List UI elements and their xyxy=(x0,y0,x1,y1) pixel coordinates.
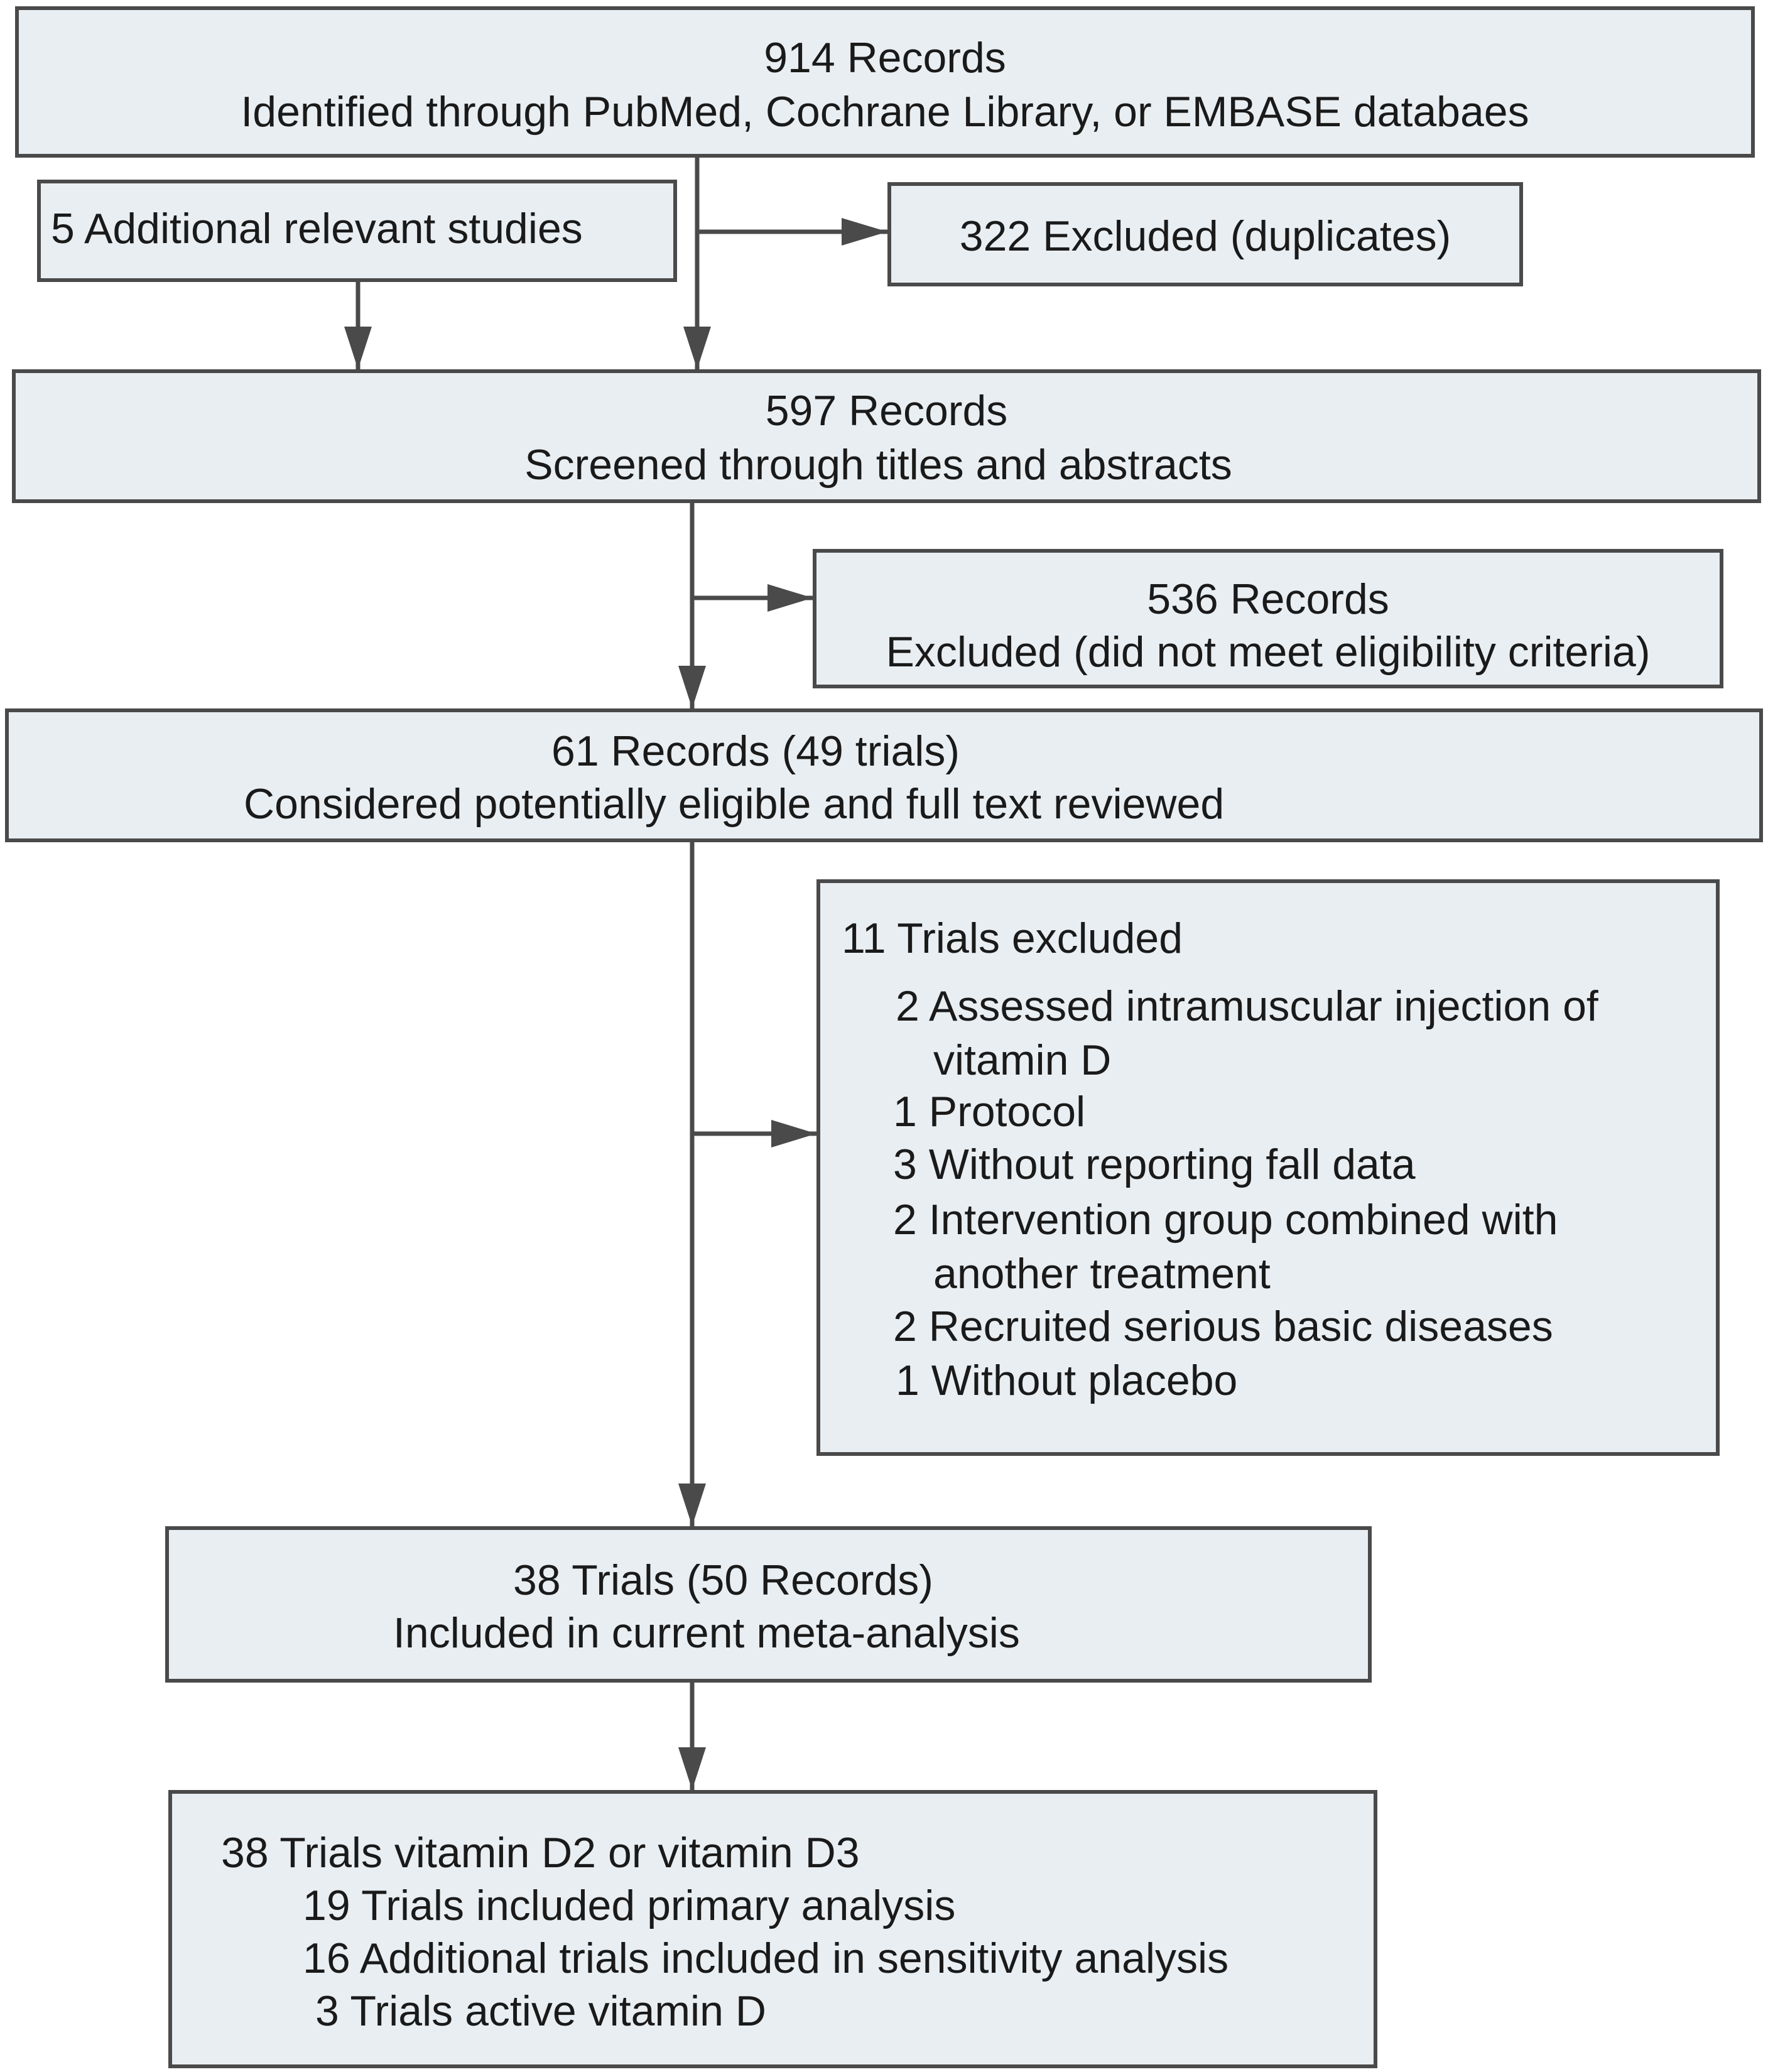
included-trials-box: 38 Trials (50 Records) Included in curre… xyxy=(165,1526,1372,1683)
included-count: 38 Trials (50 Records) xyxy=(513,1556,933,1604)
final-total: 38 Trials vitamin D2 or vitamin D3 xyxy=(221,1829,860,1877)
excluded-reason-item: 2 Intervention group combined with xyxy=(893,1196,1558,1244)
excluded-reason-item: 1 Without placebo xyxy=(896,1357,1238,1404)
additional-studies-box: 5 Additional relevant studies xyxy=(37,180,677,282)
identified-count: 914 Records xyxy=(764,34,1006,82)
fulltext-count: 61 Records (49 trials) xyxy=(551,727,960,775)
final-analysis-box: 38 Trials vitamin D2 or vitamin D3 19 Tr… xyxy=(168,1790,1377,2068)
included-description: Included in current meta-analysis xyxy=(393,1609,1020,1657)
screened-count: 597 Records xyxy=(765,387,1008,435)
excluded-trials-title: 11 Trials excluded xyxy=(842,914,1183,962)
final-active: 3 Trials active vitamin D xyxy=(315,1987,766,2035)
fulltext-reviewed-box: 61 Records (49 trials) Considered potent… xyxy=(5,708,1763,842)
excluded-reason-item: another treatment xyxy=(933,1250,1271,1298)
final-primary: 19 Trials included primary analysis xyxy=(303,1882,956,1929)
duplicates-excluded-text: 322 Excluded (duplicates) xyxy=(959,212,1451,260)
identified-source: Identified through PubMed, Cochrane Libr… xyxy=(241,88,1529,136)
fulltext-description: Considered potentially eligible and full… xyxy=(244,780,1225,828)
excluded-reason-item: 3 Without reporting fall data xyxy=(893,1141,1416,1188)
excluded-trials-box: 11 Trials excluded 2 Assessed intramuscu… xyxy=(816,879,1720,1456)
ineligible-count: 536 Records xyxy=(1147,575,1389,623)
duplicates-excluded-box: 322 Excluded (duplicates) xyxy=(887,182,1523,286)
excluded-reason-item: vitamin D xyxy=(933,1036,1112,1084)
excluded-reason-item: 2 Assessed intramuscular injection of xyxy=(896,982,1598,1030)
identified-records-box: 914 Records Identified through PubMed, C… xyxy=(15,6,1755,158)
ineligible-reason: Excluded (did not meet eligibility crite… xyxy=(886,628,1651,676)
final-sensitivity: 16 Additional trials included in sensiti… xyxy=(303,1934,1229,1982)
screened-records-box: 597 Records Screened through titles and … xyxy=(12,369,1761,503)
ineligible-excluded-box: 536 Records Excluded (did not meet eligi… xyxy=(813,549,1723,688)
additional-studies-text: 5 Additional relevant studies xyxy=(51,205,583,252)
screened-description: Screened through titles and abstracts xyxy=(524,441,1232,489)
excluded-reason-item: 2 Recruited serious basic diseases xyxy=(893,1303,1553,1350)
excluded-reason-item: 1 Protocol xyxy=(893,1088,1086,1136)
